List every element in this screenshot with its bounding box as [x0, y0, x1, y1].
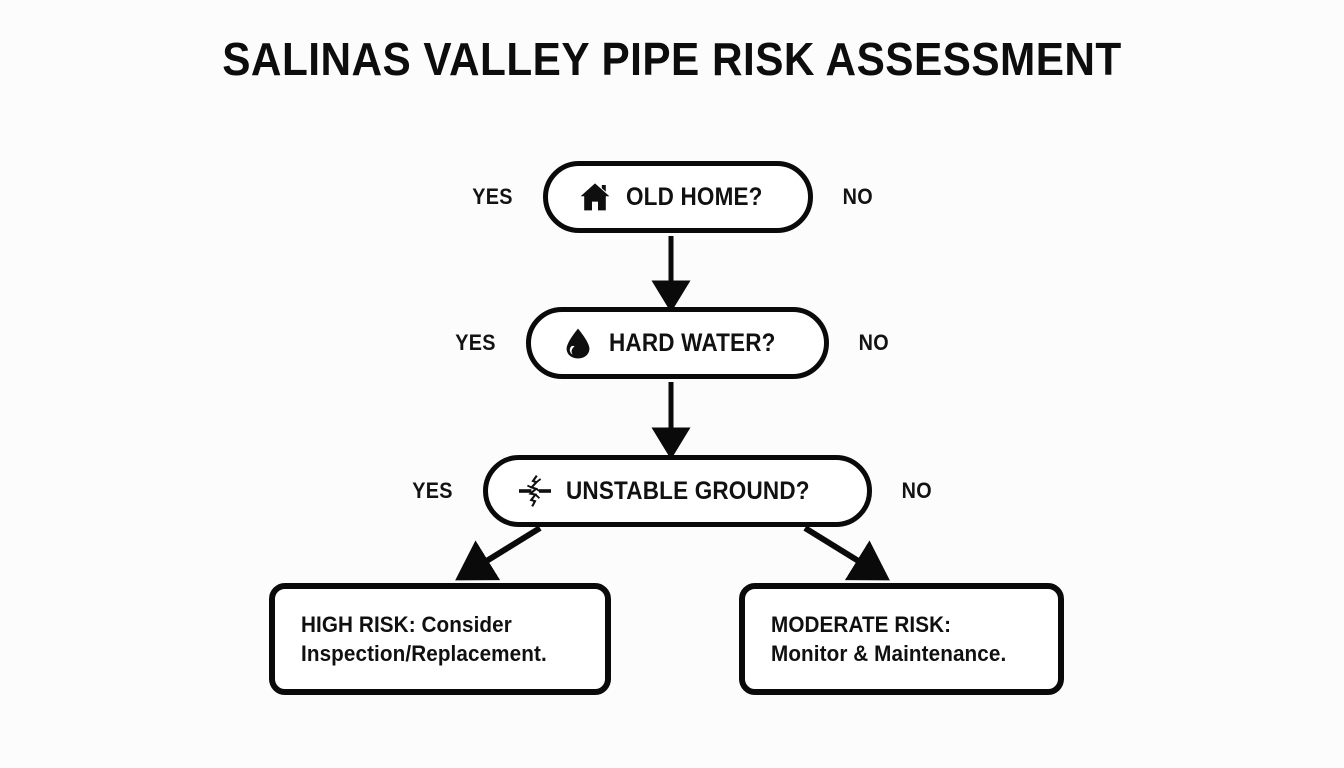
decision-row-unstable-ground: YES UNSTABLE GROUND? NO	[0, 455, 1344, 527]
branch-label-no-hard-water: NO	[858, 330, 890, 355]
decision-node-unstable-ground[interactable]: UNSTABLE GROUND?	[483, 455, 873, 527]
branch-label-yes-hard-water: YES	[455, 330, 496, 355]
decision-row-old-home: YES OLD HOME? NO	[0, 161, 1344, 233]
ground-crack-icon	[518, 474, 552, 508]
decision-row-hard-water: YES HARD WATER? NO	[0, 307, 1344, 379]
connector-unstable-ground-to-moderate-risk	[803, 525, 890, 581]
branch-label-no-old-home: NO	[842, 184, 873, 209]
outcome-moderate-risk-detail: Monitor & Maintenance.	[771, 641, 1007, 666]
decision-label-hard-water: HARD WATER?	[609, 328, 776, 357]
outcome-node-high-risk[interactable]: HIGH RISK: Consider Inspection/Replaceme…	[269, 583, 611, 695]
water-drop-icon	[561, 326, 595, 360]
branch-label-no-unstable-ground: NO	[901, 478, 932, 503]
decision-label-unstable-ground: UNSTABLE GROUND?	[566, 476, 810, 505]
branch-label-yes-old-home: YES	[472, 184, 513, 209]
outcome-high-risk-detail: Inspection/Replacement.	[301, 641, 547, 666]
outcome-moderate-risk-heading: MODERATE RISK:	[771, 611, 952, 637]
page-title: SALINAS VALLEY PIPE RISK ASSESSMENT	[222, 33, 1122, 85]
branch-label-yes-unstable-ground: YES	[412, 478, 454, 503]
decision-node-hard-water[interactable]: HARD WATER?	[526, 307, 830, 379]
house-icon	[578, 180, 612, 214]
outcome-node-moderate-risk[interactable]: MODERATE RISK: Monitor & Maintenance.	[739, 583, 1064, 695]
decision-label-old-home: OLD HOME?	[625, 182, 763, 211]
outcome-high-risk-heading: HIGH RISK: Consider	[301, 611, 512, 637]
decision-node-old-home[interactable]: OLD HOME?	[542, 161, 813, 233]
connector-unstable-ground-to-high-risk	[455, 525, 542, 581]
